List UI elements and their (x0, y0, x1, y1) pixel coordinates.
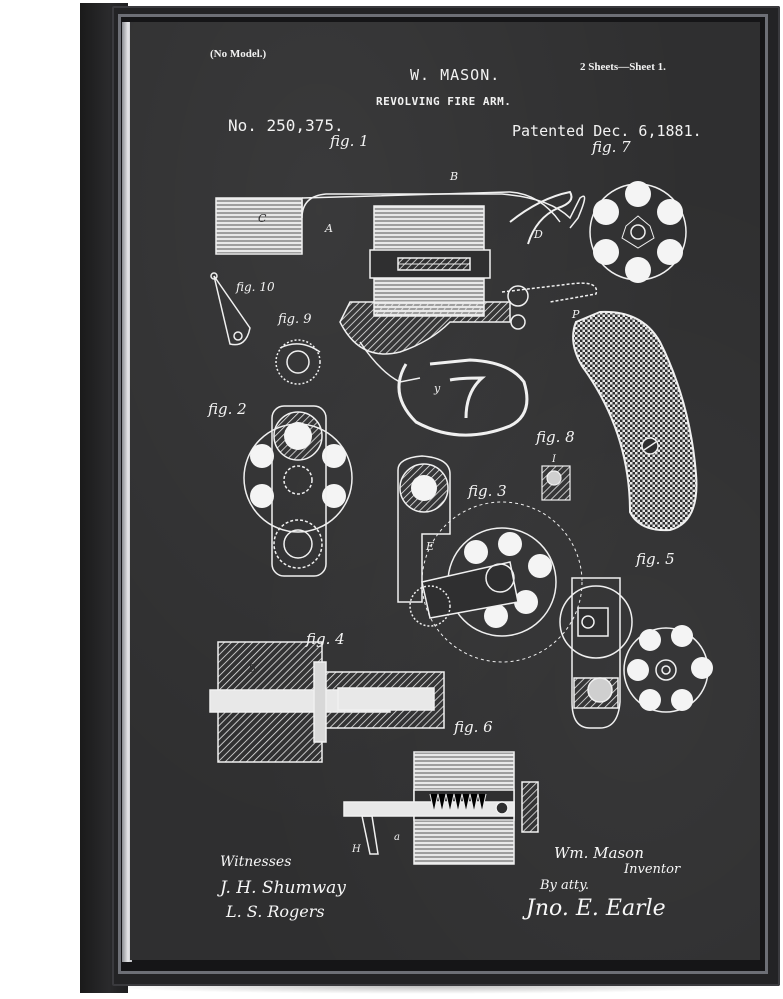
mainspring-hint (501, 282, 598, 303)
fig-1-label: fig. 1 (330, 132, 369, 150)
fig-3-frame-and-cylinder: E (397, 455, 583, 663)
attorney-signature: Jno. E. Earle (526, 896, 666, 921)
screw (510, 314, 526, 330)
patent-number: No. 250,375. (228, 116, 344, 135)
fig-4-section: B (209, 641, 445, 763)
no-model-label: (No Model.) (210, 48, 267, 60)
fig-10-label: fig. 10 (236, 280, 275, 294)
label-I: I (551, 454, 557, 465)
trigger (449, 376, 486, 419)
label-C: C (258, 212, 267, 225)
label-a: a (394, 832, 400, 843)
patent-title: REVOLVING FIRE ARM. (376, 95, 512, 108)
ratchet (397, 257, 471, 271)
inventor-name: W. MASON. (410, 66, 501, 84)
fig-3-label: fig. 3 (468, 482, 507, 500)
by-attorney-label: By atty. (540, 878, 589, 893)
fig-2-frame-section (243, 405, 353, 577)
inventor-label: Inventor (624, 862, 681, 877)
fig-5-end-view (559, 577, 713, 729)
label-A: A (324, 222, 333, 235)
frame-outline (301, 191, 561, 223)
patent-drawings: A B C D P y (209, 170, 713, 865)
hammer-pivot (507, 285, 529, 307)
fig-9-label: fig. 9 (278, 312, 312, 327)
label-H: H (351, 844, 361, 855)
canvas-edge (122, 22, 132, 962)
inventor-signature: Wm. Mason (554, 844, 644, 862)
witness-1-signature: J. H. Shumway (220, 878, 346, 898)
fig-2-label: fig. 2 (208, 400, 247, 418)
label-B: B (449, 170, 458, 183)
label-E: E (425, 540, 434, 553)
svg-text:B: B (247, 662, 256, 675)
chalkboard-canvas: (No Model.) W. MASON. REVOLVING FIRE ARM… (130, 22, 760, 960)
lock-frame (339, 301, 511, 355)
label-y: y (433, 382, 441, 395)
fig-8-label: fig. 8 (536, 428, 575, 446)
barrel (215, 197, 303, 255)
fig-7-cylinder-end (589, 181, 687, 283)
label-P: P (571, 308, 580, 321)
grip (572, 310, 698, 532)
fig-6-section: H a (343, 751, 539, 865)
fig-10-pawl (210, 272, 251, 346)
witnesses-label: Witnesses (220, 854, 292, 870)
trigger-guard (397, 358, 529, 437)
fig-7-label: fig. 7 (592, 138, 631, 156)
sheet-count: 2 Sheets—Sheet 1. (580, 61, 666, 73)
fig-9-ratchet-wheel (275, 339, 321, 385)
fig-8-detail: I (541, 454, 571, 501)
patent-date: Patented Dec. 6,1881. (512, 122, 702, 140)
fig-6-label: fig. 6 (454, 718, 493, 736)
label-D: D (533, 228, 543, 241)
fig-1-revolver: A B C D P y (215, 170, 698, 532)
fig-5-label: fig. 5 (636, 550, 675, 568)
hammer-spur (509, 190, 573, 245)
witness-2-signature: L. S. Rogers (226, 902, 325, 921)
